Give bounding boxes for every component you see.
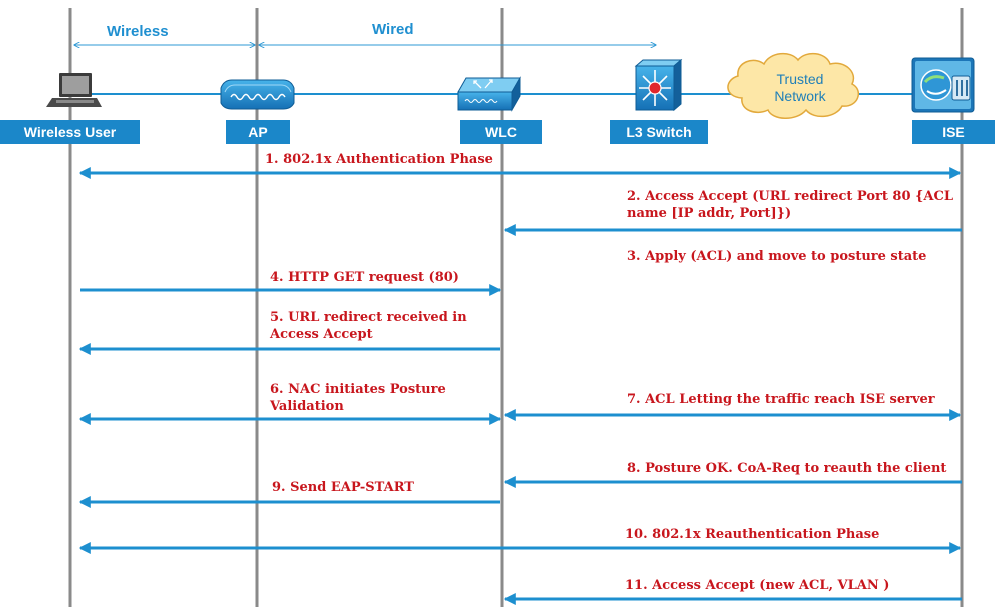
node-label-bg-ise	[912, 120, 995, 144]
message-label-8: 8. Posture OK. CoA-Req to reauth the cli…	[627, 460, 946, 477]
message-label-9: 9. Send EAP-START	[272, 479, 414, 496]
message-5-line-1: 5. URL redirect received in	[270, 310, 467, 325]
message-9-line-1: 9. Send EAP-START	[272, 480, 414, 495]
wired-zone-label: Wired	[372, 21, 414, 38]
message-5-line-2: Access Accept	[270, 327, 373, 342]
message-label-11: 11. Access Accept (new ACL, VLAN )	[625, 577, 889, 594]
cloud-label: Trusted Network	[760, 71, 840, 105]
message-label-5: 5. URL redirect received in Access Accep…	[270, 309, 467, 343]
message-label-1: 1. 802.1x Authentication Phase	[265, 151, 493, 168]
message-6-line-2: Validation	[270, 399, 344, 414]
node-label-bg-user	[0, 120, 140, 144]
trusted-network-cloud	[727, 52, 860, 119]
message-6-line-1: 6. NAC initiates Posture	[270, 382, 446, 397]
message-label-7: 7. ACL Letting the traffic reach ISE ser…	[627, 391, 935, 408]
wireless-zone-label: Wireless	[107, 23, 169, 40]
node-label-ap: AP	[248, 124, 268, 140]
node-label-wireless-user: Wireless User	[23, 124, 117, 140]
message-label-4: 4. HTTP GET request (80)	[270, 269, 459, 286]
node-label-wlc: WLC	[485, 124, 517, 140]
message-label-3: 3. Apply (ACL) and move to posture state	[627, 248, 926, 265]
message-7-line-1: 7. ACL Letting the traffic reach ISE ser…	[627, 392, 935, 407]
laptop-icon	[46, 73, 102, 107]
message-label-6: 6. NAC initiates Posture Validation	[270, 381, 446, 415]
message-2-line-2: name [IP addr, Port]})	[627, 206, 792, 221]
cloud-label-line-1: Trusted	[776, 71, 824, 87]
wireless-lan-controller-icon	[457, 76, 521, 112]
node-label-bg-wlc	[460, 120, 542, 144]
message-label-2: 2. Access Accept (URL redirect Port 80 {…	[627, 188, 953, 222]
ise-server-icon	[911, 57, 975, 113]
cloud-label-line-2: Network	[774, 88, 826, 104]
message-10-line-1: 10. 802.1x Reauthentication Phase	[625, 527, 880, 542]
message-label-10: 10. 802.1x Reauthentication Phase	[625, 526, 879, 543]
access-point-icon	[220, 79, 295, 110]
l3-switch-icon	[634, 58, 683, 112]
message-11-line-1: 11. Access Accept (new ACL, VLAN )	[625, 578, 890, 593]
node-label-ise: ISE	[942, 124, 965, 140]
node-label-bg-ap	[226, 120, 290, 144]
message-3-line-1: 3. Apply (ACL) and move to posture state	[627, 249, 927, 264]
message-4-line-1: 4. HTTP GET request (80)	[270, 270, 459, 285]
node-label-bg-l3	[610, 120, 708, 144]
message-2-line-1: 2. Access Accept (URL redirect Port 80 {…	[627, 189, 953, 204]
message-8-line-1: 8. Posture OK. CoA-Req to reauth the cli…	[627, 461, 947, 476]
message-1-line-1: 1. 802.1x Authentication Phase	[265, 152, 493, 167]
node-label-l3-switch: L3 Switch	[626, 124, 692, 140]
